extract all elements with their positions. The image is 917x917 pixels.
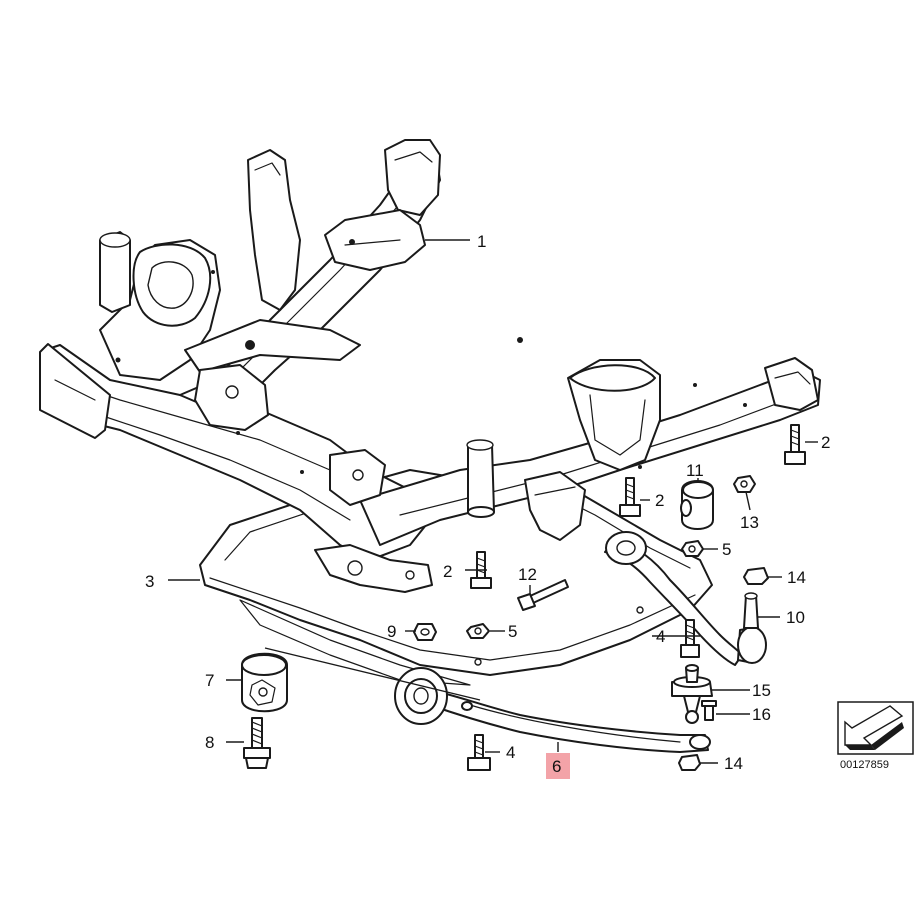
callout-labels: 1 2 2 2 3 4 4 5 5 6 7 8 9 10 11 12 13 14… <box>145 232 830 779</box>
callout-4-right[interactable]: 4 <box>656 627 665 646</box>
callout-1[interactable]: 1 <box>477 232 486 251</box>
control-arm-10 <box>604 531 767 666</box>
callout-16[interactable]: 16 <box>752 705 771 724</box>
callout-5-lower[interactable]: 5 <box>508 622 517 641</box>
diagram-code: 00127859 <box>840 759 889 771</box>
callout-12[interactable]: 12 <box>518 565 537 584</box>
callout-10[interactable]: 10 <box>786 608 805 627</box>
bolt-2-right <box>784 424 806 465</box>
rubber-mount-7 <box>241 652 288 713</box>
nut-9 <box>413 623 437 641</box>
bolt-4-right <box>680 619 700 658</box>
callout-4-lower[interactable]: 4 <box>506 743 515 762</box>
callout-7[interactable]: 7 <box>205 671 214 690</box>
callout-2-middle[interactable]: 2 <box>655 491 664 510</box>
callout-14-lower[interactable]: 14 <box>724 754 743 773</box>
leader-lines <box>168 239 818 764</box>
nut-14-lower <box>678 754 701 771</box>
callout-2-left[interactable]: 2 <box>443 562 452 581</box>
front-axle-carrier <box>39 139 821 593</box>
wishbone-6 <box>394 667 711 753</box>
callout-5-upper[interactable]: 5 <box>722 540 731 559</box>
ball-joint-15 <box>671 664 713 724</box>
callout-14-upper[interactable]: 14 <box>787 568 806 587</box>
nut-5-upper <box>681 540 704 557</box>
nut-14-upper <box>743 567 769 585</box>
callout-8[interactable]: 8 <box>205 733 214 752</box>
bushing-11 <box>680 480 714 530</box>
callout-15[interactable]: 15 <box>752 681 771 700</box>
callout-11[interactable]: 11 <box>686 461 704 480</box>
bolt-2-middle <box>619 477 641 517</box>
screw-16 <box>701 700 717 721</box>
callout-6[interactable]: 6 <box>552 757 561 776</box>
arrow-orientation-icon <box>837 701 914 755</box>
callout-3[interactable]: 3 <box>145 572 154 591</box>
callout-9[interactable]: 9 <box>387 622 396 641</box>
callout-6-highlight <box>546 753 570 779</box>
callout-2-right[interactable]: 2 <box>821 433 830 452</box>
nut-13 <box>733 475 756 493</box>
nut-5-lower <box>466 623 490 639</box>
bolt-12 <box>517 579 569 611</box>
bolt-8 <box>243 717 271 769</box>
callout-13[interactable]: 13 <box>740 513 759 532</box>
bolt-4-lower <box>467 734 491 771</box>
